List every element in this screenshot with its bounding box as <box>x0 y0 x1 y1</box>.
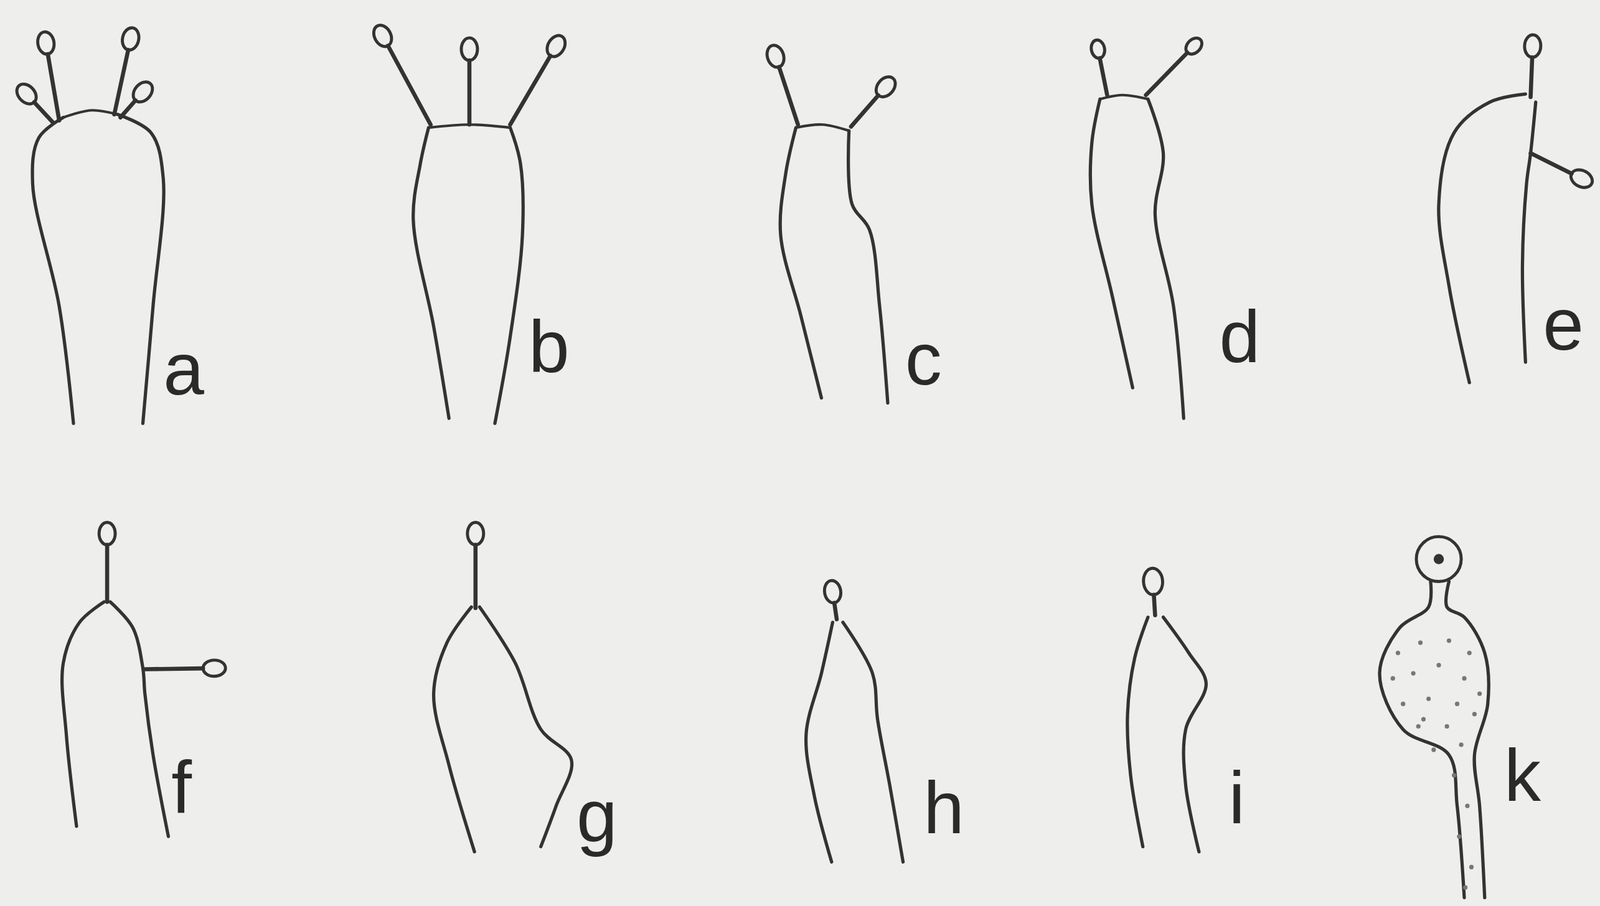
body-outline <box>32 117 74 424</box>
speckle <box>1400 702 1406 707</box>
tentacle-tip <box>36 30 57 56</box>
body-outline <box>795 124 849 131</box>
tentacle-tip <box>467 522 484 545</box>
tentacle-stalk <box>510 56 551 126</box>
figure-letter: g <box>576 779 618 853</box>
tentacle-tip <box>872 72 899 101</box>
tentacle-stalk <box>778 67 798 126</box>
head-bulb <box>1416 536 1462 582</box>
speckles <box>1390 638 1483 891</box>
tentacle-stalk <box>120 100 136 118</box>
speckle <box>1431 747 1436 753</box>
body-outline <box>1162 617 1206 853</box>
speckle <box>1421 717 1426 722</box>
figure-letter: b <box>528 310 570 384</box>
tentacle-tip <box>13 80 41 108</box>
body-outline <box>806 622 833 863</box>
speckle <box>1477 691 1482 697</box>
figure-letter: i <box>1228 761 1245 835</box>
body-outline <box>494 127 523 424</box>
tentacle-tip <box>98 522 116 545</box>
body-outline <box>117 114 164 424</box>
speckle <box>1418 640 1423 645</box>
tentacle-tip <box>120 26 141 52</box>
tentacle-stalk <box>387 45 431 125</box>
tentacle-tip <box>1143 567 1164 596</box>
head-dot <box>1433 554 1444 565</box>
speckle <box>1472 712 1477 717</box>
figure-letter: a <box>163 332 205 406</box>
speckle <box>1461 676 1467 682</box>
tentacle-tip <box>764 42 787 70</box>
tentacle-stalk <box>105 545 110 603</box>
figure-letter: c <box>905 322 942 396</box>
tentacle-tip <box>461 37 478 61</box>
tentacle-stalk <box>851 95 879 127</box>
figure-letter: k <box>1504 738 1541 813</box>
tentacle-stalk <box>145 668 203 670</box>
body-outline <box>63 110 118 118</box>
speckle <box>1467 651 1472 656</box>
speckle <box>1446 638 1452 644</box>
figure-letter: d <box>1219 300 1261 374</box>
tentacle-tip <box>543 32 570 60</box>
body-outline <box>413 127 449 419</box>
body-outline <box>433 607 476 852</box>
speckle <box>1469 865 1474 870</box>
tentacle-tip <box>823 579 843 604</box>
tentacle-stalk <box>1530 153 1572 174</box>
tentacle-stalk <box>1099 57 1107 95</box>
tentacle-stalk <box>467 60 472 125</box>
tentacle-tip <box>1568 166 1596 191</box>
body-outline <box>479 607 572 847</box>
speckle <box>1458 742 1464 748</box>
speckle <box>1410 671 1416 676</box>
tentacle-tip <box>1089 38 1107 60</box>
speckle <box>1454 702 1460 707</box>
figure-letter: e <box>1542 287 1584 362</box>
body-outline <box>1148 98 1184 419</box>
tentacle-tip <box>202 660 226 677</box>
tentacle-stalk <box>34 102 53 123</box>
speckle <box>1444 724 1450 730</box>
tentacle-stalk <box>834 603 837 620</box>
body-outline <box>1446 582 1490 899</box>
speckle <box>1464 803 1470 809</box>
body-outline <box>780 127 822 398</box>
body-outline <box>1379 582 1465 899</box>
tentacle-tip <box>129 78 157 106</box>
speckle <box>1456 834 1462 840</box>
tentacle-stalk <box>1530 57 1533 98</box>
speckle <box>1426 696 1431 702</box>
body-outline <box>1522 102 1536 363</box>
body-outline <box>62 602 105 827</box>
body-outline <box>110 602 169 837</box>
body-outline <box>1127 617 1149 848</box>
tentacle-tip <box>1524 34 1541 58</box>
body-outline <box>1438 94 1526 383</box>
tentacle-tip <box>370 22 396 50</box>
body-outline <box>848 130 888 404</box>
body-outline <box>842 622 904 863</box>
tentacle-stalk <box>47 54 60 121</box>
figure-letter: f <box>171 750 192 825</box>
tentacle-stalk <box>1146 52 1188 96</box>
speckle <box>1451 773 1457 778</box>
speckle <box>1416 724 1421 730</box>
speckle <box>1436 663 1441 668</box>
speckle <box>1463 885 1468 891</box>
tentacle-stalk <box>473 545 479 609</box>
tentacle-tip <box>1182 34 1206 58</box>
tentacle-stalk <box>114 49 129 115</box>
speckle <box>1395 651 1401 656</box>
body-outline <box>1090 98 1133 388</box>
figure-letter: h <box>923 771 965 845</box>
tentacle-stalk <box>1153 595 1155 616</box>
speckle <box>1390 676 1396 682</box>
